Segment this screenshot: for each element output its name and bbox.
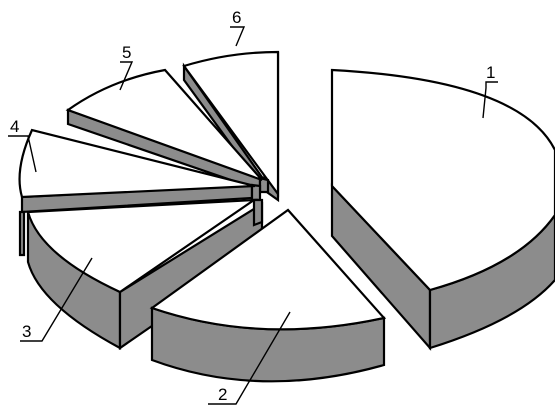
leader-3 bbox=[20, 257, 93, 342]
slice-4 bbox=[18, 128, 262, 214]
leader-6 bbox=[230, 26, 246, 47]
slice-2 bbox=[149, 208, 387, 383]
label-4: 4 bbox=[10, 117, 19, 136]
leader-lines bbox=[8, 26, 498, 405]
label-3: 3 bbox=[22, 322, 31, 341]
leader-5 bbox=[119, 61, 134, 91]
slice-1 bbox=[330, 68, 555, 351]
label-6: 6 bbox=[232, 8, 241, 27]
leader-4 bbox=[8, 135, 37, 173]
leader-1 bbox=[482, 81, 498, 119]
label-2: 2 bbox=[218, 385, 227, 404]
slice-5 bbox=[65, 68, 270, 194]
label-1: 1 bbox=[486, 63, 495, 82]
leader-2 bbox=[208, 311, 291, 405]
label-5: 5 bbox=[122, 43, 131, 62]
